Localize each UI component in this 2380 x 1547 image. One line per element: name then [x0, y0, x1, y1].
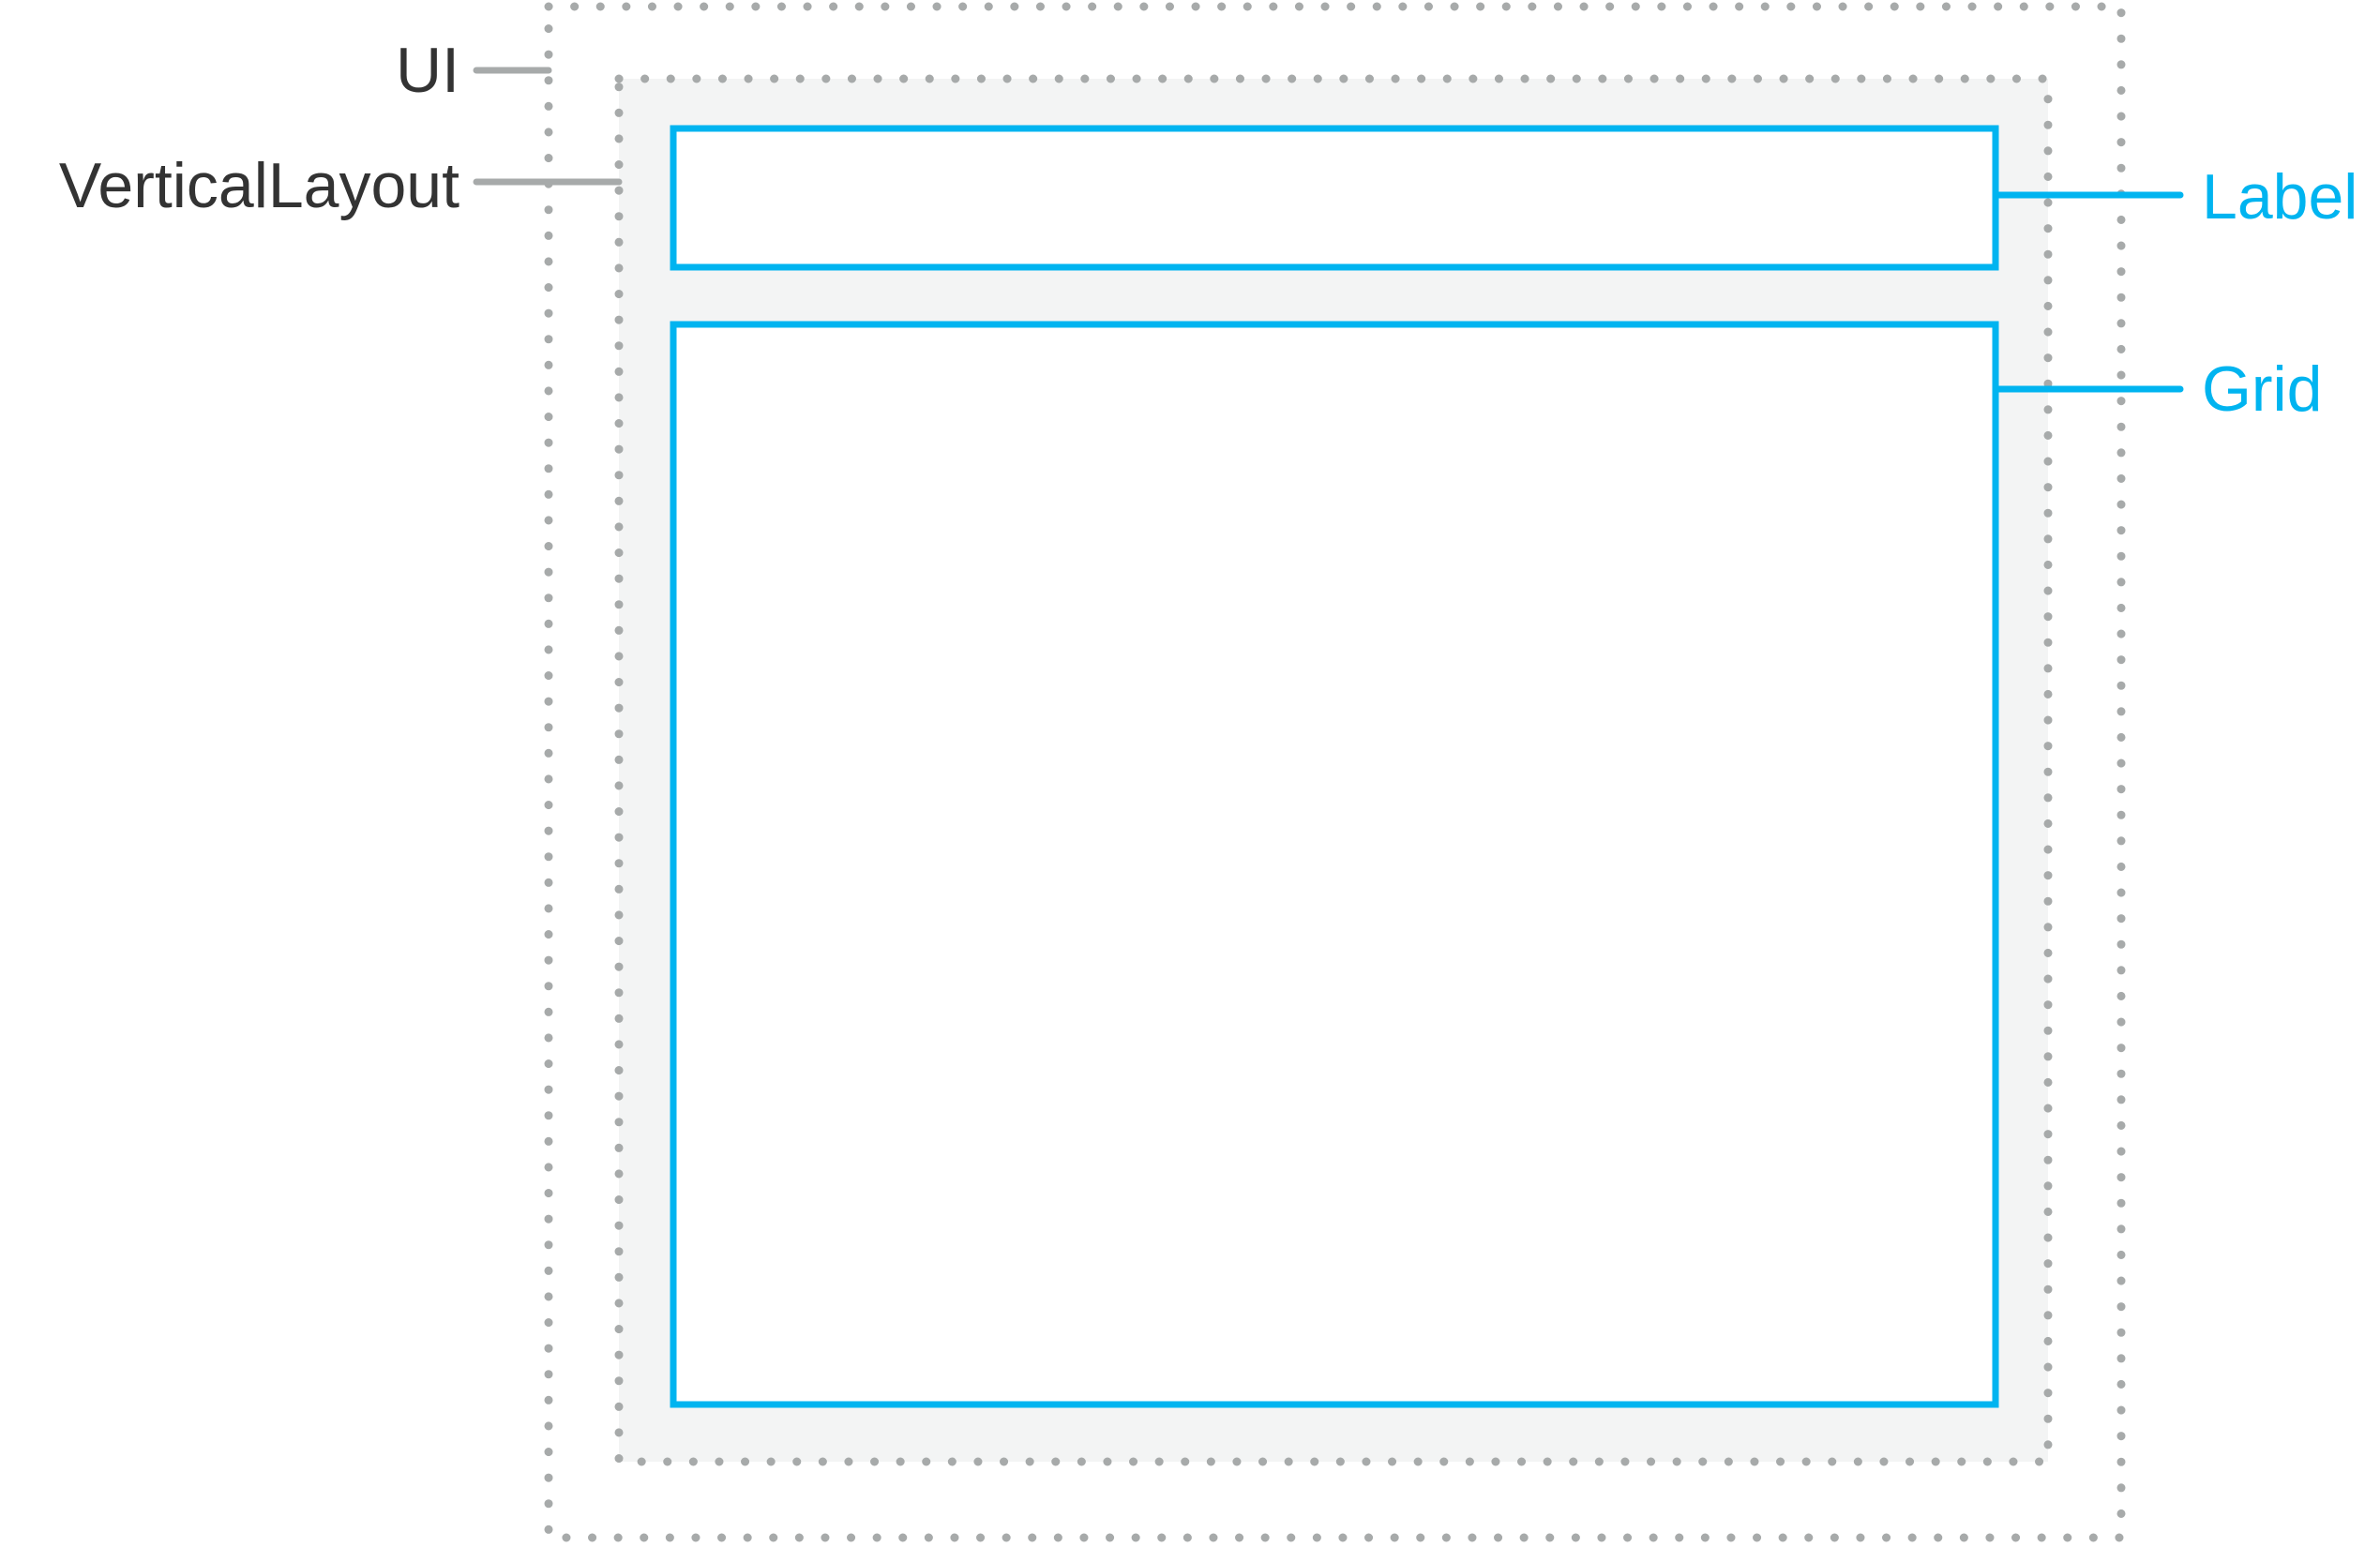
ui-label: UI	[396, 35, 459, 106]
vertical-layout-label: VerticalLayout	[59, 150, 459, 221]
label-component-box	[670, 125, 1999, 271]
label-component-label: Label	[2202, 161, 2357, 233]
grid-component-box	[670, 321, 1999, 1408]
vertical-layout-container	[614, 74, 2053, 1466]
grid-component-label: Grid	[2202, 353, 2322, 425]
